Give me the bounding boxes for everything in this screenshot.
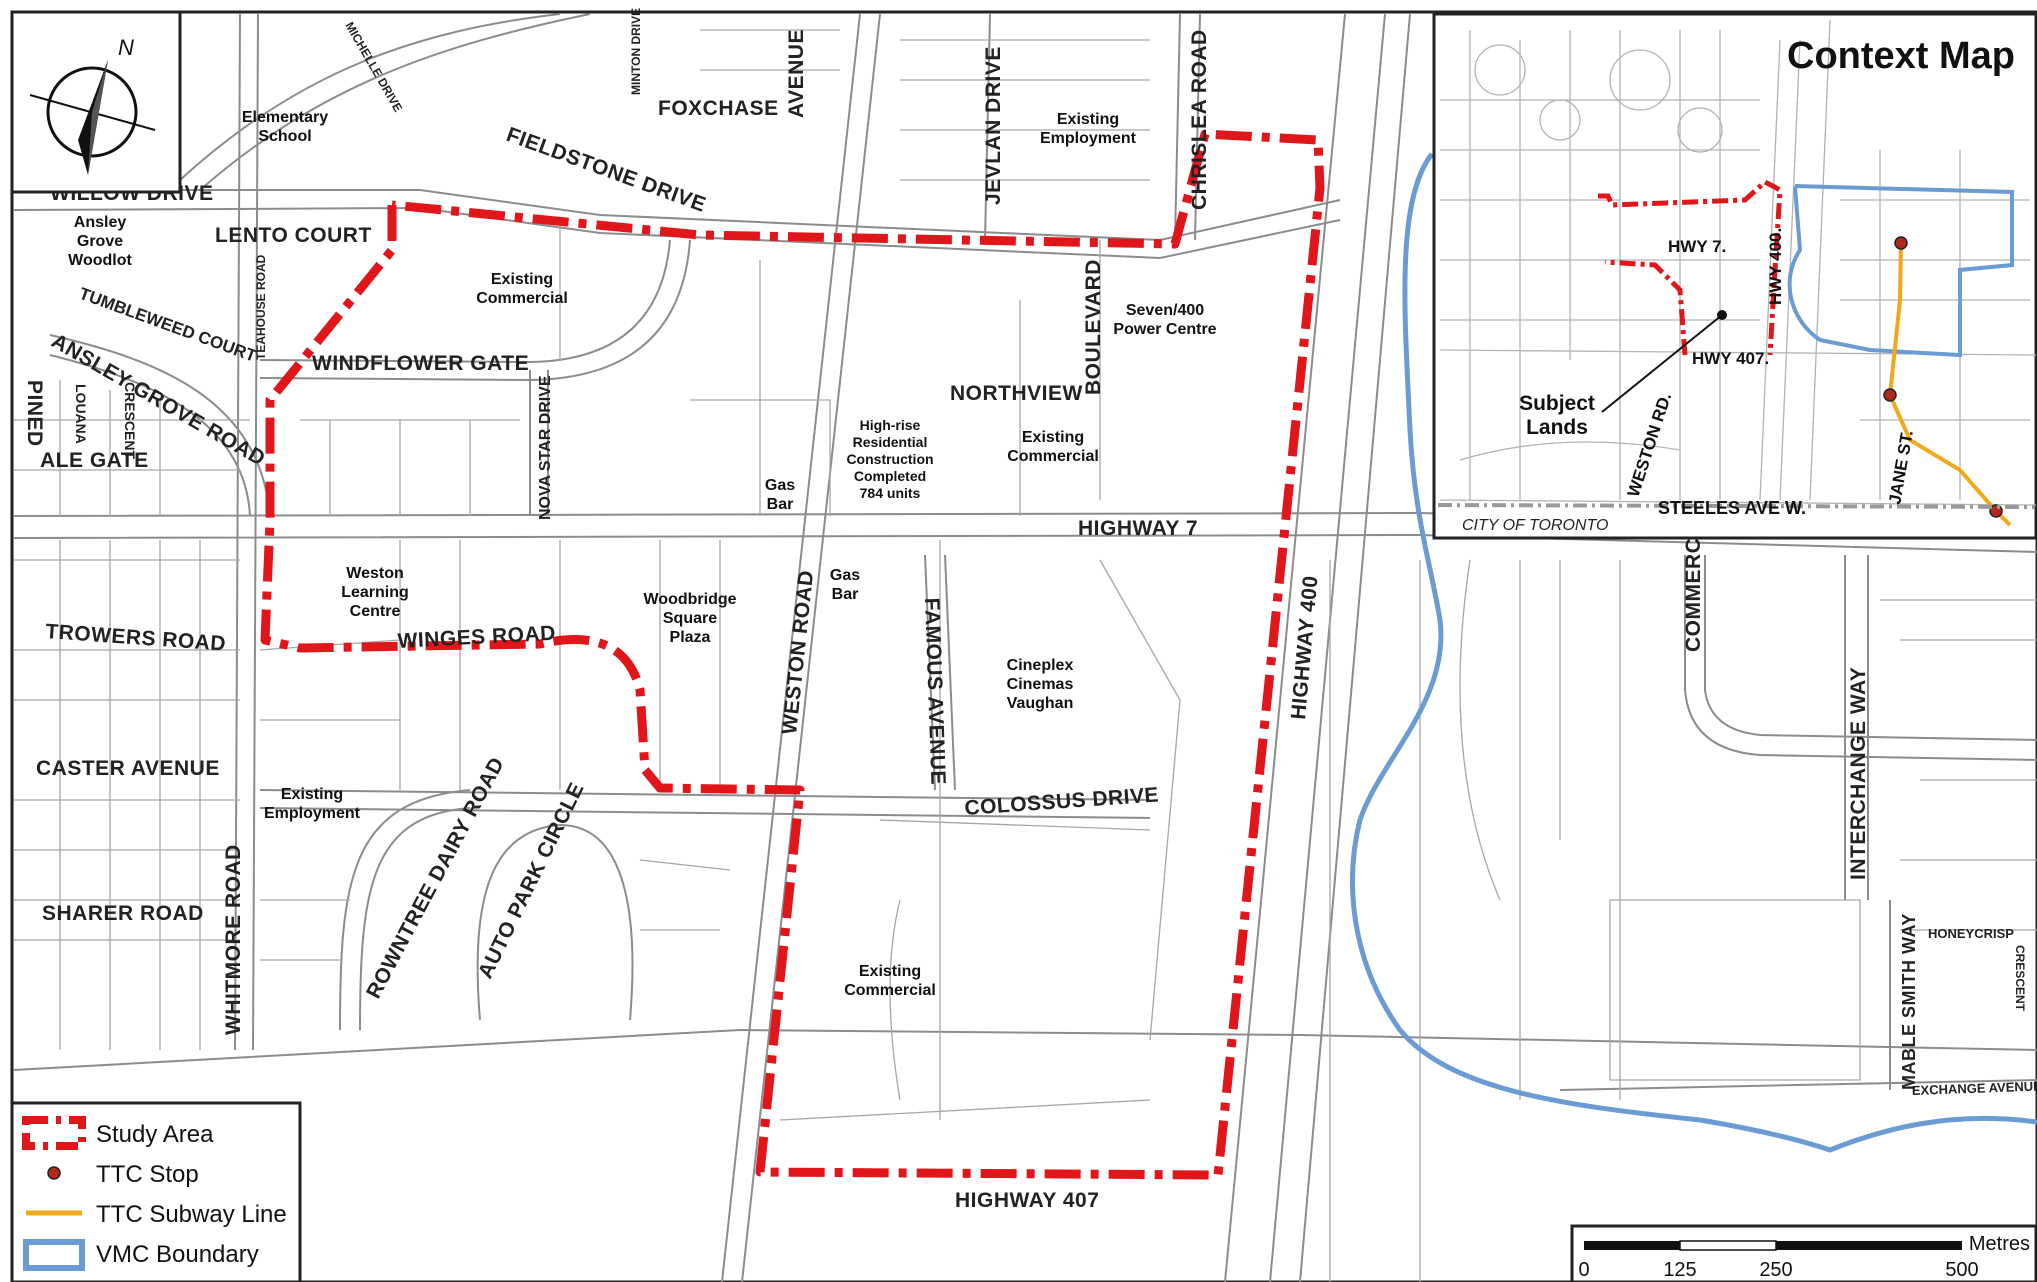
street-label-highway-407: HIGHWAY 407 [955,1189,1099,1212]
legend-label-ttc-stop: TTC Stop [96,1161,199,1188]
street-label-jevlan: JEVLAN DRIVE [982,46,1005,205]
legend: Study Area TTC Stop TTC Subway Line VMC … [10,1101,302,1282]
north-label: N [118,35,134,60]
context-label-hwy7: HWY 7. [1668,237,1726,256]
street-label-teahouse: TEAHOUSE ROAD [254,254,268,360]
street-label-foxchase: FOXCHASE [658,97,779,120]
context-label-steeles: STEELES AVE W. [1658,498,1806,518]
street-label-lento: LENTO COURT [215,224,372,247]
scale-tick-500: 500 [1945,1259,1978,1281]
context-label-hwy407: HWY 407. [1692,349,1769,368]
street-label-louana-crescent: CRESCENT [122,382,138,459]
parcel-lines [14,29,2037,1282]
scale-bar: Metres 0 125 250 500 [1570,1224,2037,1282]
road-network [13,13,2037,1282]
street-label-highway-7: HIGHWAY 7 [1078,517,1198,540]
context-label-city-of-toronto: CITY OF TORONTO [1462,517,1608,534]
legend-vmc-swatch [23,1239,85,1271]
street-label-ale-gate: ALE GATE [40,449,149,472]
context-map-title: Context Map [1787,35,2015,77]
street-label-crescent: CRESCENT [2013,945,2027,1012]
context-map-inset: Context Map HWY 7. HWY 400. HWY 407. Sub… [1432,12,2037,540]
street-label-honeycrisp: HONEYCRISP [1928,926,2014,941]
scale-tick-125: 125 [1663,1259,1696,1281]
context-label-hwy400: HWY 400. [1766,228,1785,305]
street-label-caster: CASTER AVENUE [36,757,220,780]
scale-tick-250: 250 [1759,1259,1792,1281]
street-label-whitmore: WHITMORE ROAD [222,844,245,1035]
street-label-northview: NORTHVIEW [950,382,1083,405]
legend-label-ttc-subway: TTC Subway Line [96,1201,287,1228]
legend-ttc-stop-icon [47,1166,61,1180]
street-label-chrislea: CHRISLEA ROAD [1188,29,1211,210]
street-label-mable-smith: MABLE SMITH WAY [1899,913,1919,1090]
street-label-commerce: COMMERC [1682,538,1705,652]
scale-unit: Metres [1969,1233,2030,1255]
legend-study-area-swatch [22,1116,86,1150]
street-label-fox-avenue: AVENUE [785,29,808,118]
ttc-stop-icon [1894,236,1908,250]
vmc-boundary-line [1350,152,2037,1153]
street-label-interchange: INTERCHANGE WAY [1847,667,1870,880]
street-label-sharer: SHARER ROAD [42,902,204,925]
street-label-boulevard: BOULEVARD [1082,259,1105,395]
study-area-boundary [260,129,1325,1180]
street-label-minton: MINTON DRIVE [629,8,643,95]
street-label-windflower: WINDFLOWER GATE [312,352,529,375]
scale-tick-0: 0 [1578,1259,1589,1281]
legend-label-study-area: Study Area [96,1121,214,1148]
ttc-stop-icon [1883,388,1897,402]
street-label-pined: PINED [23,380,46,447]
subject-lands-marker-icon [1717,310,1727,320]
legend-label-vmc: VMC Boundary [96,1241,259,1268]
street-label-louana: LOUANA [73,384,89,444]
north-arrow: N [10,10,182,194]
street-label-nova-star: NOVA STAR DRIVE [537,375,554,520]
street-label-exchange: EXCHANGE AVENUE [1912,1078,2037,1098]
